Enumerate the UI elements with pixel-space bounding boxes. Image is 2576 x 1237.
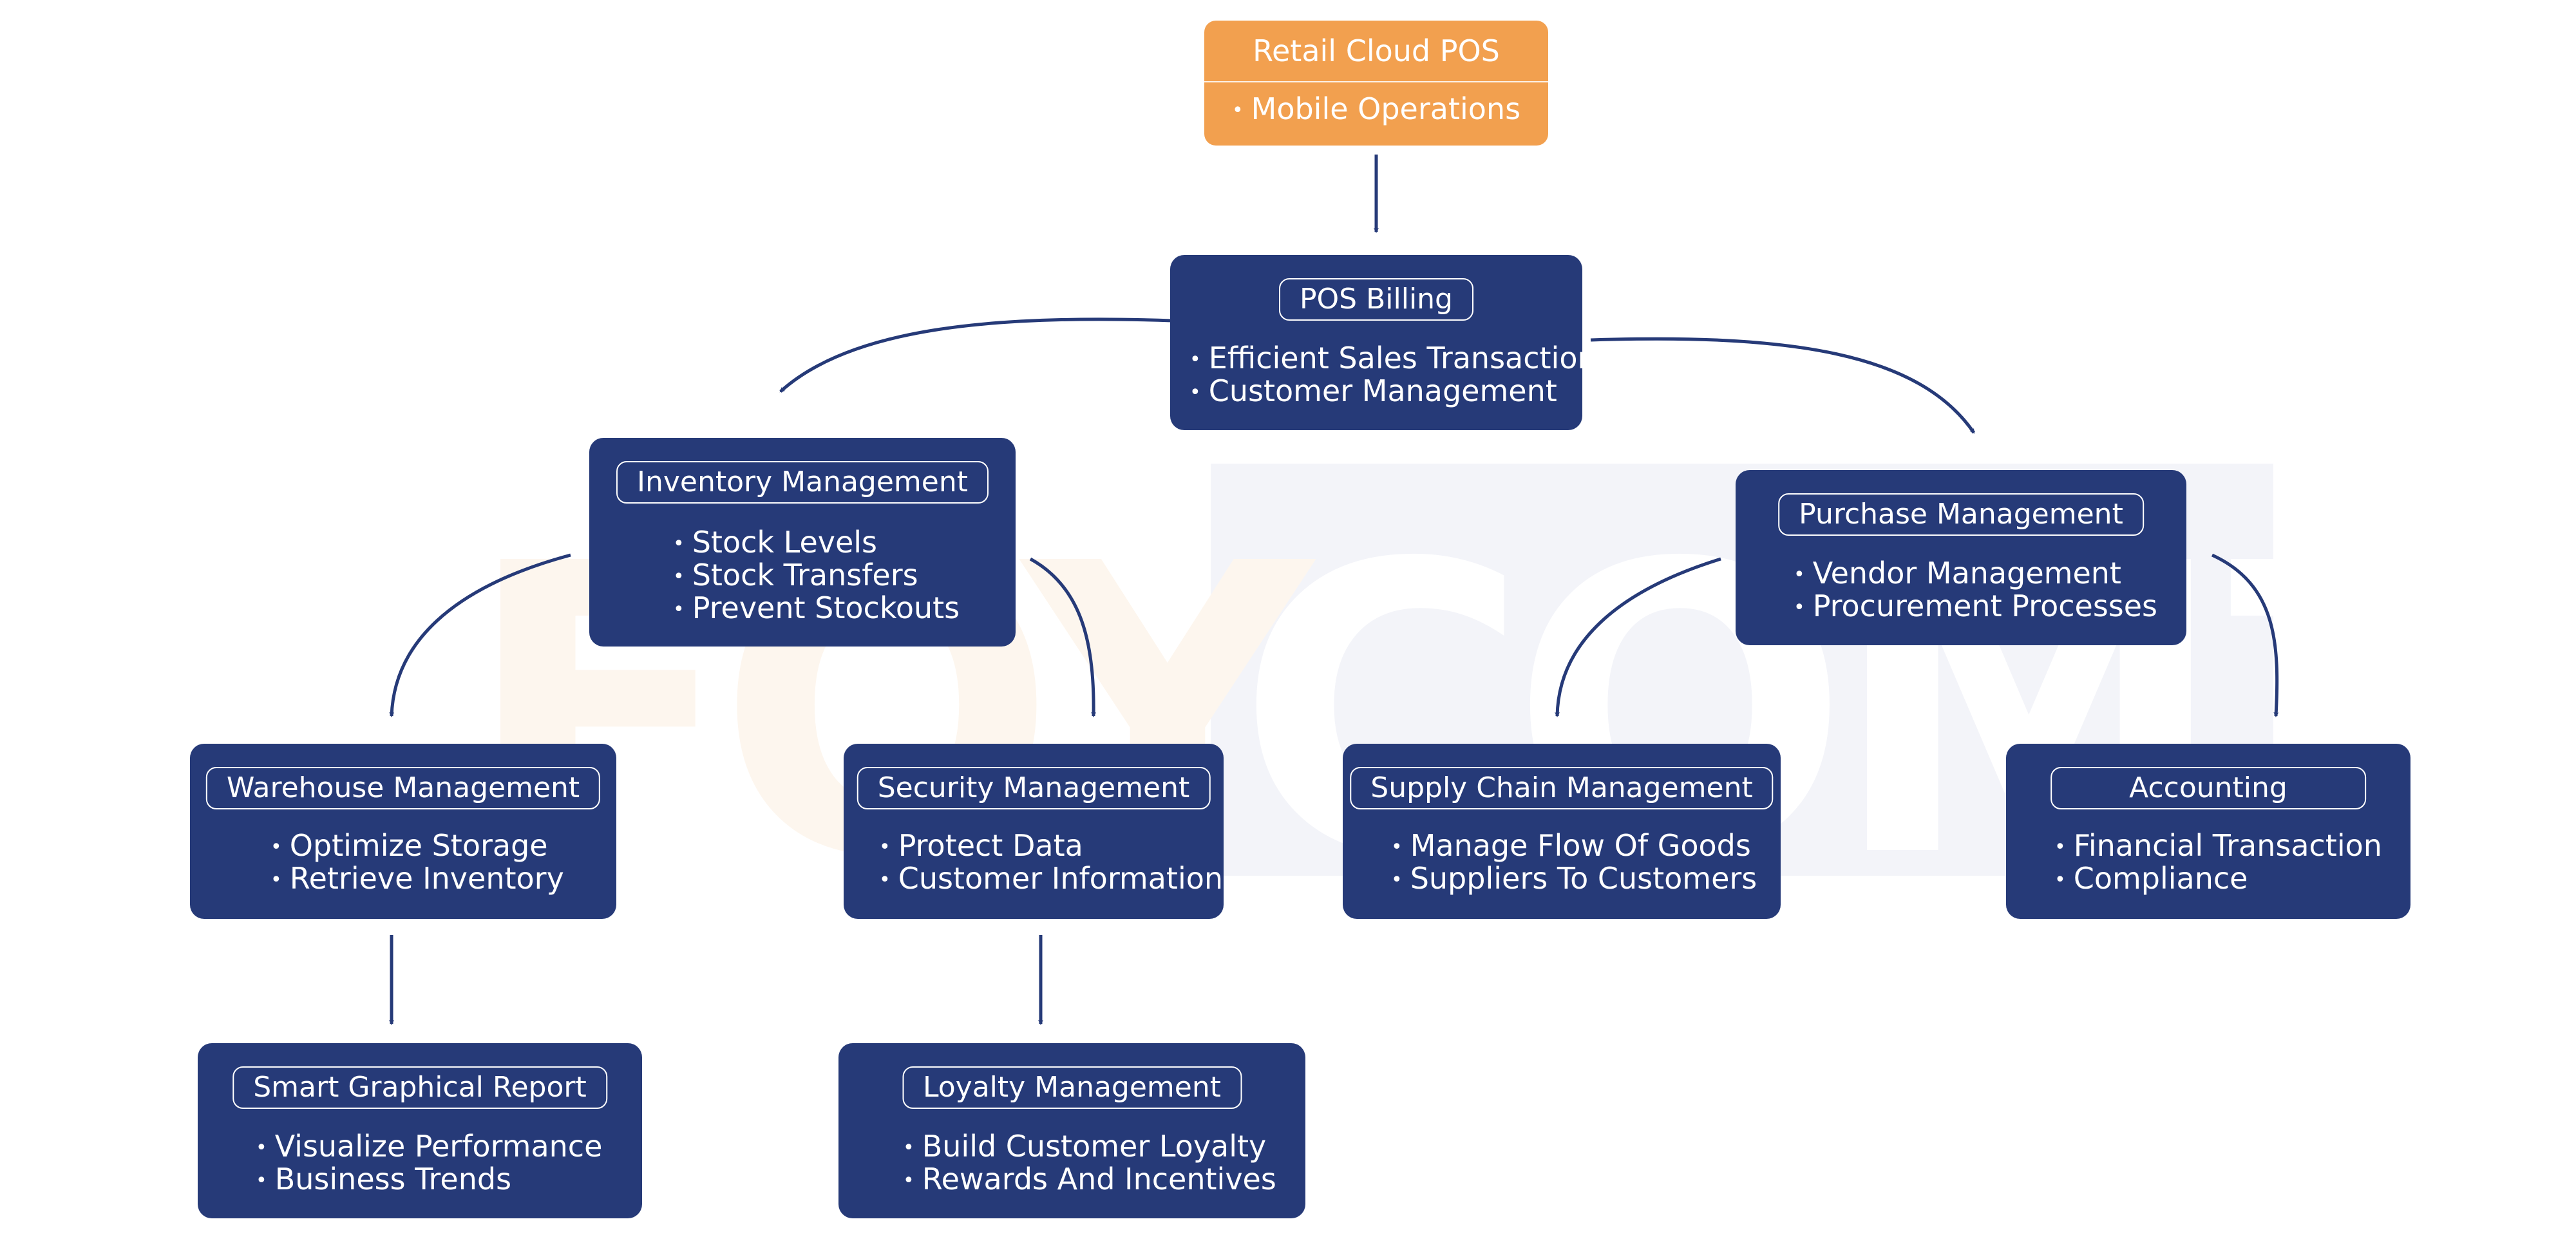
node-items: Manage Flow Of Goods Suppliers To Custom… <box>1391 830 1757 896</box>
root-title: Retail Cloud POS <box>1204 21 1548 82</box>
node-item: Compliance <box>2054 863 2382 896</box>
node-item: Vendor Management <box>1794 558 2157 590</box>
node-items: Vendor Management Procurement Processes <box>1794 558 2157 623</box>
arrow-pos-billing-to-inventory <box>779 317 1173 393</box>
node-item: Suppliers To Customers <box>1391 863 1757 896</box>
node-item: Visualize Performance <box>256 1131 603 1164</box>
arrow-inventory-to-security <box>1029 557 1097 717</box>
arrow-inventory-to-warehouse <box>389 553 571 717</box>
node-items: Protect Data Customer Information <box>879 830 1223 896</box>
node-item: Prevent Stockouts <box>673 592 960 625</box>
node-report: Smart Graphical Report Visualize Perform… <box>198 1043 642 1218</box>
node-item: Retrieve Inventory <box>270 863 564 896</box>
node-items: Visualize Performance Business Trends <box>256 1131 603 1196</box>
node-item: Procurement Processes <box>1794 590 2157 623</box>
node-items: Stock Levels Stock Transfers Prevent Sto… <box>673 527 960 625</box>
root-item: Mobile Operations <box>1204 82 1548 146</box>
node-loyalty: Loyalty Management Build Customer Loyalt… <box>838 1043 1305 1218</box>
node-supply-chain: Supply Chain Management Manage Flow Of G… <box>1343 744 1781 919</box>
node-item: Rewards And Incentives <box>903 1164 1276 1196</box>
node-item: Manage Flow Of Goods <box>1391 830 1757 863</box>
node-title: Warehouse Management <box>205 767 601 809</box>
node-pos-billing: POS Billing Efficient Sales Transaction … <box>1170 255 1596 430</box>
node-warehouse: Warehouse Management Optimize Storage Re… <box>190 744 616 919</box>
node-item: Optimize Storage <box>270 830 564 863</box>
node-item: Efficient Sales Transaction <box>1189 343 1596 375</box>
node-item: Stock Transfers <box>673 560 960 592</box>
node-title: Supply Chain Management <box>1350 767 1774 809</box>
node-item: Business Trends <box>256 1164 602 1196</box>
node-title: Security Management <box>857 767 1211 809</box>
node-item: Protect Data <box>879 830 1223 863</box>
node-title: Smart Graphical Report <box>232 1066 607 1109</box>
node-inventory: Inventory Management Stock Levels Stock … <box>589 438 1016 647</box>
arrow-purchase-to-supply-chain <box>1555 557 1721 717</box>
node-title: Loyalty Management <box>902 1066 1242 1109</box>
node-item: Build Customer Loyalty <box>903 1131 1276 1164</box>
node-accounting: Accounting Financial Transaction Complia… <box>2006 744 2410 919</box>
node-item: Stock Levels <box>673 527 960 560</box>
node-security: Security Management Protect Data Custome… <box>844 744 1224 919</box>
node-title: POS Billing <box>1279 278 1473 321</box>
node-title: Inventory Management <box>616 461 989 504</box>
node-item: Financial Transaction <box>2054 830 2382 863</box>
arrow-pos-billing-to-purchase <box>1590 337 1976 434</box>
node-items: Optimize Storage Retrieve Inventory <box>270 830 564 896</box>
node-item: Customer Information <box>879 863 1223 896</box>
node-item: Customer Management <box>1189 375 1596 408</box>
root-node: Retail Cloud POS Mobile Operations <box>1204 21 1548 146</box>
node-title: Accounting <box>2050 767 2366 809</box>
node-title: Purchase Management <box>1778 493 2144 536</box>
node-items: Build Customer Loyalty Rewards And Incen… <box>903 1131 1276 1196</box>
arrow-purchase-to-accounting <box>2211 553 2279 717</box>
node-items: Efficient Sales Transaction Customer Man… <box>1189 343 1596 408</box>
node-items: Financial Transaction Compliance <box>2054 830 2382 896</box>
node-purchase: Purchase Management Vendor Management Pr… <box>1736 470 2186 645</box>
